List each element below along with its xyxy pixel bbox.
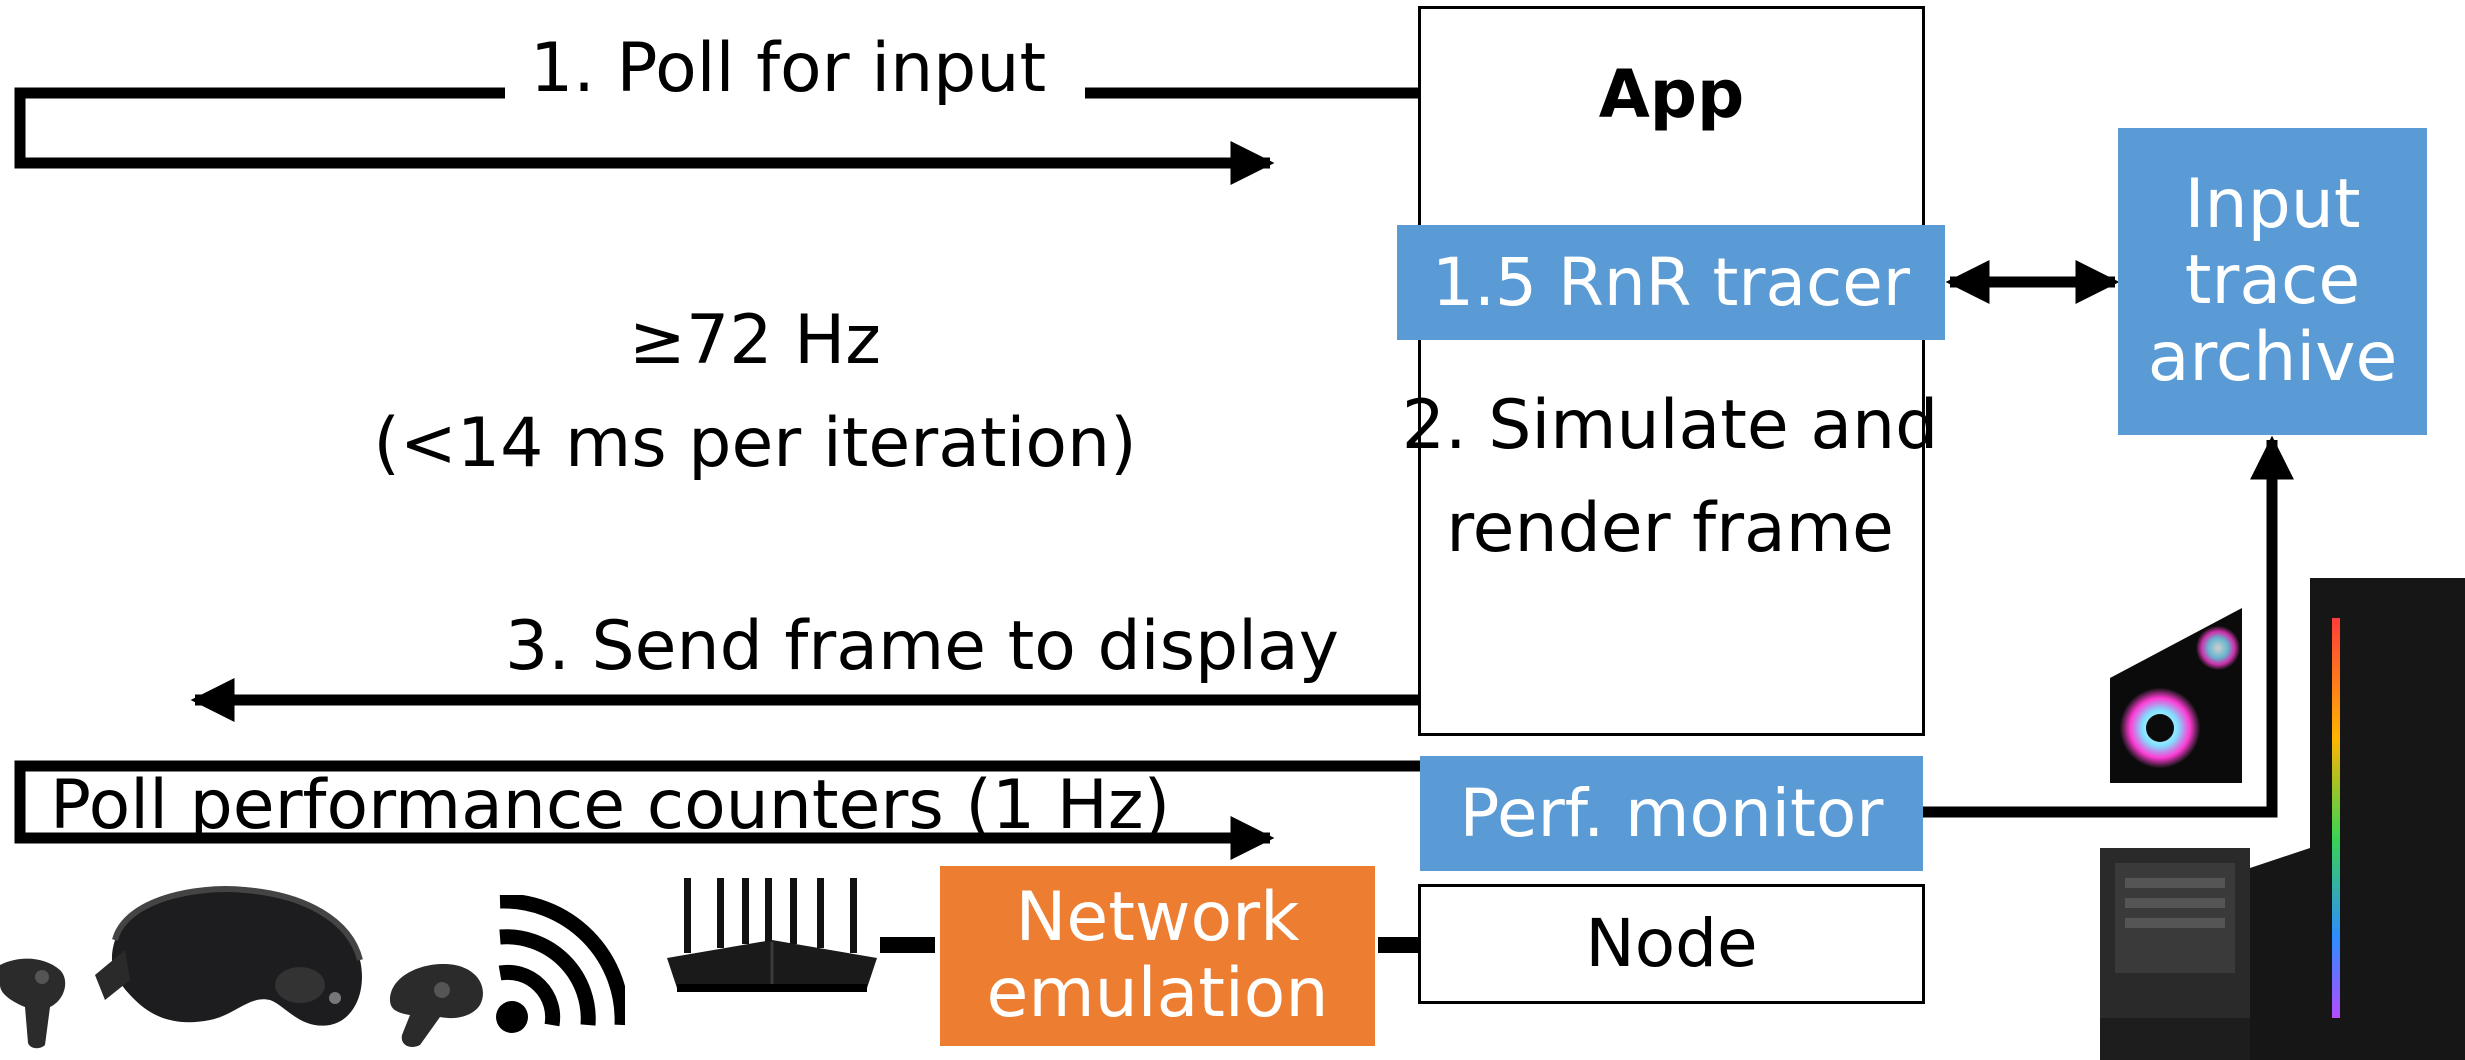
node-box: Node xyxy=(1418,884,1925,1004)
wifi-icon xyxy=(496,895,625,1033)
network-label-line1: Network xyxy=(1015,877,1300,957)
poll-input-label: 1. Poll for input xyxy=(530,29,1047,108)
input-trace-archive-box: Input trace archive xyxy=(2118,128,2427,435)
controller-icon-right xyxy=(390,964,483,1047)
controller-icon xyxy=(0,958,66,1049)
perf-archive-arrow xyxy=(1923,435,2294,818)
network-emulation-box: Network emulation xyxy=(940,866,1375,1046)
send-frame-label: 3. Send frame to display xyxy=(505,607,1339,686)
poll-counters-label: Poll performance counters (1 Hz) xyxy=(50,766,1171,845)
node-label: Node xyxy=(1585,905,1758,983)
poll-counters-arrow xyxy=(14,760,1422,860)
perf-monitor-box: Perf. monitor xyxy=(1420,756,1923,871)
render-frame-label: render frame xyxy=(1446,489,1894,568)
desktop-pc-icon xyxy=(2100,578,2465,1060)
rate-label: ≥72 Hz xyxy=(629,301,881,380)
simulate-gap xyxy=(1421,345,1922,550)
router-icon xyxy=(667,878,877,992)
poll-input-loop-arrow xyxy=(14,87,1275,185)
archive-label-line2: trace xyxy=(2184,241,2361,321)
app-title: App xyxy=(1598,56,1745,133)
perf-monitor-label: Perf. monitor xyxy=(1459,774,1884,852)
vr-headset-icon xyxy=(95,886,363,1026)
network-label-line2: emulation xyxy=(986,954,1329,1033)
iteration-label: (<14 ms per iteration) xyxy=(373,404,1137,483)
rnr-tracer-label: 1.5 RnR tracer xyxy=(1432,243,1910,321)
archive-label-line3: archive xyxy=(2147,317,2398,397)
simulate-label: 2. Simulate and xyxy=(1401,386,1939,465)
archive-label-line1: Input xyxy=(2184,165,2361,245)
rnr-tracer-box: 1.5 RnR tracer xyxy=(1397,225,1945,340)
